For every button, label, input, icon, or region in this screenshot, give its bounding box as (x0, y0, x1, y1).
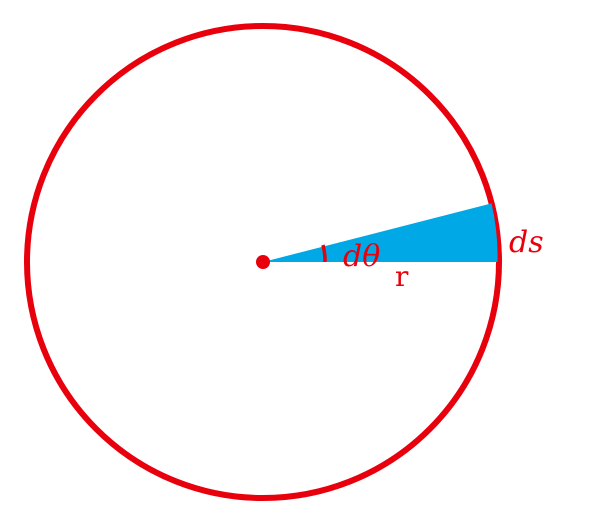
arc-length-label: ds (509, 225, 544, 260)
arc-ds (491, 202, 501, 263)
sector-wedge (263, 203, 500, 262)
center-point (256, 255, 270, 269)
angle-label: dθ (343, 239, 380, 274)
angle-arc-mark (321, 244, 327, 263)
radius-label: r (395, 260, 409, 293)
